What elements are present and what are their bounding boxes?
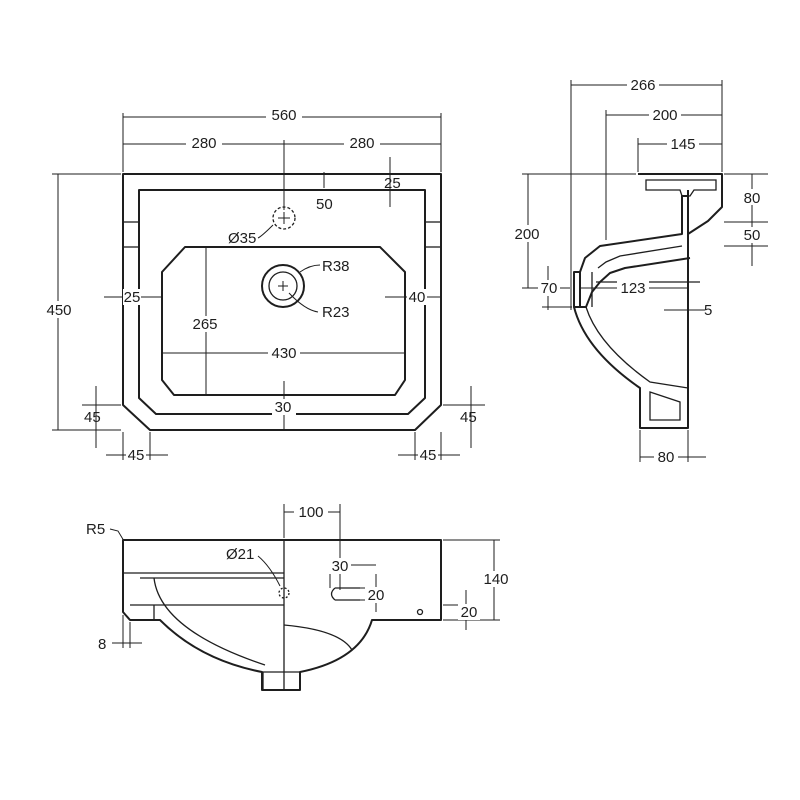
dim-overall-depth: 450 (46, 302, 71, 319)
leader-r38 (299, 264, 321, 273)
label-waste-inner-radius: R23 (322, 304, 350, 321)
top-view: 560 280 280 450 25 50 Ø35 R38 R23 25 (42, 106, 485, 464)
basin-inner-rim (138, 189, 426, 415)
dim-bowl-front: 30 (275, 399, 292, 416)
dim-rim-back: 25 (384, 175, 401, 192)
label-corner-radius: R5 (86, 521, 105, 538)
dim-base-width: 80 (658, 449, 675, 466)
dim-tap-offset: 50 (316, 196, 333, 213)
waste-inner (268, 271, 298, 301)
dim-bowl-side-left: 25 (124, 289, 141, 306)
dim-chamfer-right-v: 45 (460, 409, 477, 426)
side-outlet (579, 257, 691, 308)
dim-outlet-height: 70 (541, 280, 558, 297)
fixing-hole (416, 608, 424, 616)
dim-overall-height: 140 (483, 571, 508, 588)
dim-bowl-width: 430 (271, 345, 296, 362)
front-waste-spigot (262, 671, 300, 690)
side-rim-slot (645, 179, 717, 197)
label-overflow-dia: Ø21 (226, 546, 254, 563)
dim-bowl-side-right: 40 (409, 289, 426, 306)
dim-chamfer-right-h: 45 (420, 447, 437, 464)
overflow-hole (278, 587, 290, 599)
dim-projection-200: 200 (652, 107, 677, 124)
leader-r23 (288, 292, 319, 313)
dim-outlet-depth: 123 (620, 280, 645, 297)
dim-rim-height: 80 (744, 190, 761, 207)
dim-overall-projection: 266 (630, 77, 655, 94)
leader-overflow (257, 555, 281, 587)
dim-fixing-height: 20 (461, 604, 478, 621)
overflow-slot (330, 587, 360, 601)
dim-chamfer-left-v: 45 (84, 409, 101, 426)
dim-overall-width: 560 (271, 107, 296, 124)
side-base-foot (649, 391, 681, 421)
dim-slot-width: 30 (332, 558, 349, 575)
front-view: R5 100 Ø21 30 20 140 20 8 (86, 504, 512, 691)
front-bowl-inner (153, 577, 353, 666)
label-waste-outer-radius: R38 (322, 258, 350, 275)
basin-outer-outline (122, 173, 442, 431)
waste-outer (261, 264, 305, 308)
side-bowl-curve-inner (585, 306, 689, 389)
dim-height-200: 200 (514, 226, 539, 243)
dim-overflow-offset: 100 (298, 504, 323, 521)
dim-slot-height: 20 (368, 587, 385, 604)
leader-tap-hole (257, 224, 274, 239)
dim-half-right: 280 (349, 135, 374, 152)
dim-offset-50: 50 (744, 227, 761, 244)
bowl-outline (161, 246, 406, 396)
dim-chamfer-left-h: 45 (128, 447, 145, 464)
side-top-rim (573, 173, 723, 308)
label-tap-hole-dia: Ø35 (228, 230, 256, 247)
side-view: 266 200 145 80 50 200 70 12 (511, 76, 768, 466)
dim-projection-145: 145 (670, 136, 695, 153)
dim-half-left: 280 (191, 135, 216, 152)
dim-bowl-depth: 265 (192, 316, 217, 333)
leader-r5 (109, 528, 125, 542)
dim-wall-gap: 5 (704, 302, 712, 319)
front-outline (122, 539, 442, 691)
side-outlet-inner (591, 245, 683, 307)
side-bowl-curve (573, 306, 689, 429)
dim-lip: 8 (98, 636, 106, 653)
